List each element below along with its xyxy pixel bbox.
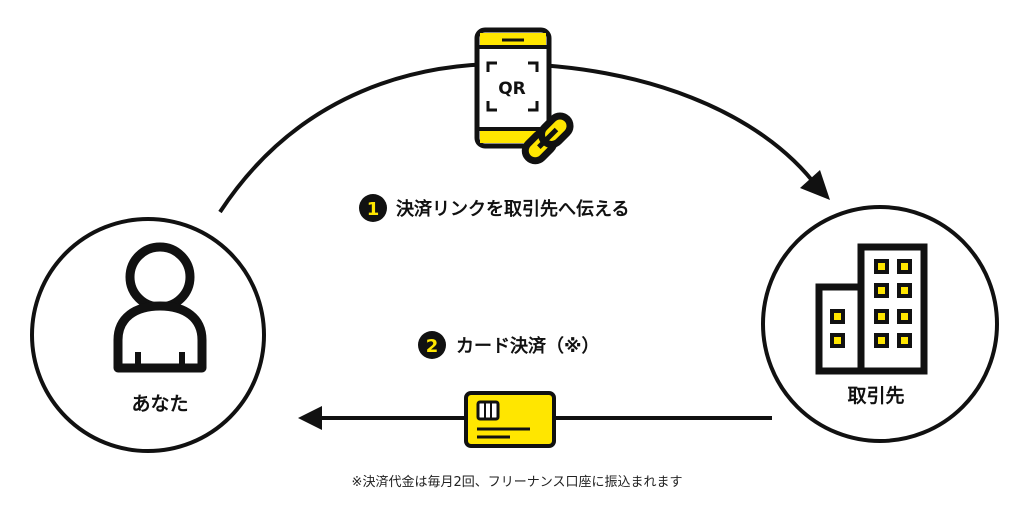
step-2-badge <box>418 331 446 359</box>
step-1-number: 1 <box>367 199 380 220</box>
you-node: あなた <box>30 217 266 453</box>
arrowhead-left <box>298 406 322 430</box>
person-icon <box>113 242 207 373</box>
footnote: ※決済代金は毎月2回、フリーナンス口座に振込まれます <box>352 474 683 490</box>
partner-node: 取引先 <box>761 205 999 443</box>
step-2-label: カード決済（※） <box>456 335 600 357</box>
step-1-label: 決済リンクを取引先へ伝える <box>396 198 629 220</box>
building-icon <box>815 243 928 375</box>
partner-label: 取引先 <box>847 384 904 407</box>
qr-text: QR <box>498 79 526 99</box>
qr-phone-link-icon: QR <box>474 27 574 165</box>
step-2: 2 カード決済（※） <box>418 331 600 359</box>
step-2-number: 2 <box>426 336 439 357</box>
credit-card-icon <box>464 391 556 448</box>
step-1: 1 決済リンクを取引先へ伝える <box>359 194 629 222</box>
you-label: あなた <box>131 393 188 415</box>
step-1-badge <box>359 194 387 222</box>
arrowhead-right <box>800 170 830 200</box>
